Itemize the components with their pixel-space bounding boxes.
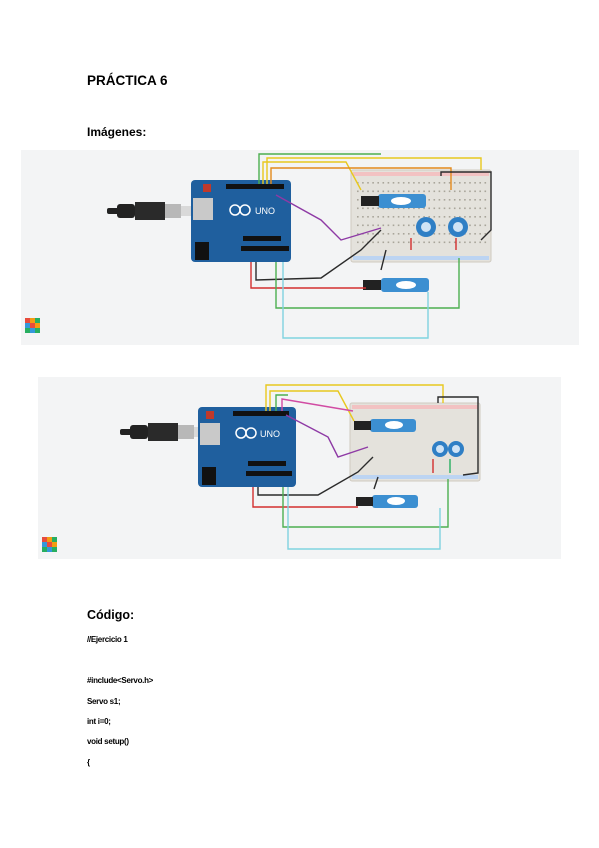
breadboard (350, 169, 492, 263)
potentiometer-2 (448, 217, 468, 237)
svg-text:UNO: UNO (255, 206, 275, 216)
arduino-board: UNO (191, 180, 291, 262)
servo-1 (354, 419, 416, 432)
potentiometer-1 (416, 217, 436, 237)
circuit-image-1: UNO (21, 150, 579, 345)
servo-1 (361, 194, 426, 208)
svg-text:UNO: UNO (260, 429, 280, 439)
page-title: PRÁCTICA 6 (87, 73, 168, 88)
tinkercad-logo (25, 318, 40, 333)
images-heading: Imágenes: (87, 125, 147, 139)
potentiometer-2 (448, 441, 464, 457)
code-line-4: Servo s1; (87, 697, 121, 706)
usb-cable (107, 202, 193, 220)
code-line-6: void setup() (87, 737, 129, 746)
tinkercad-logo (42, 537, 57, 552)
code-line-7: { (87, 758, 90, 767)
usb-cable (120, 423, 206, 441)
potentiometer-1 (432, 441, 448, 457)
code-line-1: //Ejercicio 1 (87, 635, 128, 644)
breadboard (349, 402, 481, 482)
servo-2 (363, 278, 429, 292)
code-line-5: int i=0; (87, 717, 111, 726)
code-heading: Código: (87, 608, 135, 622)
servo-2 (356, 495, 418, 508)
circuit-image-2: UNO (38, 377, 561, 559)
code-line-3: #include<Servo.h> (87, 676, 154, 685)
arduino-board: UNO (198, 407, 296, 487)
